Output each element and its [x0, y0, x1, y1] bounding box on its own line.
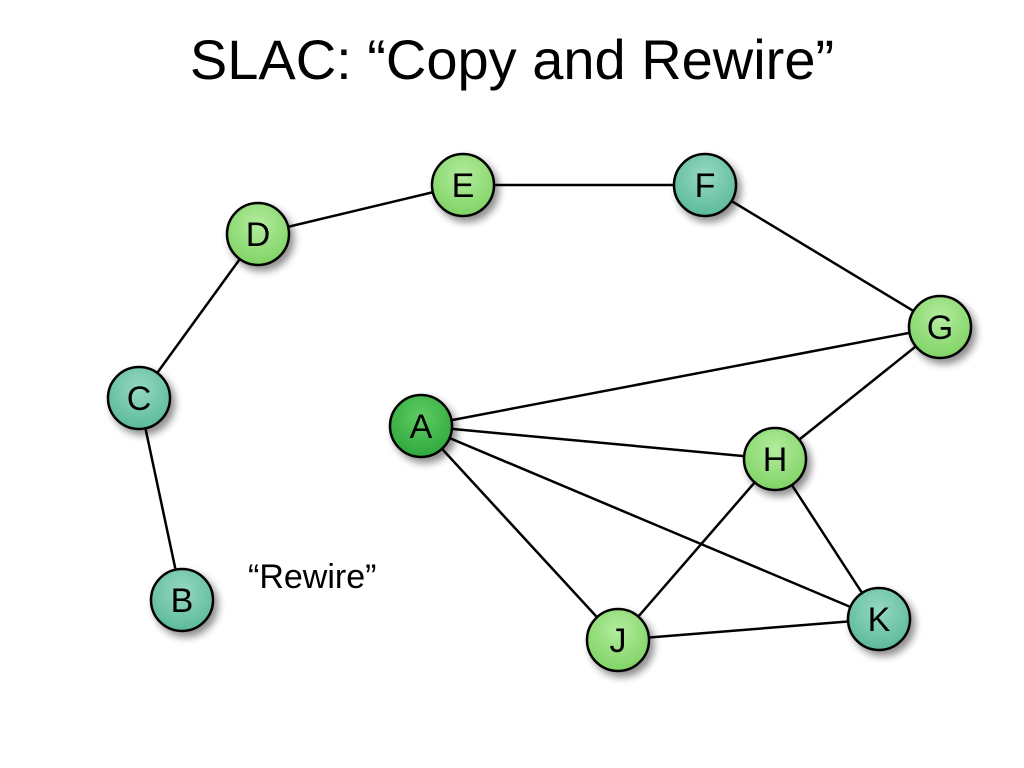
- node-label-g: G: [927, 309, 953, 347]
- edge-a-h: [420, 424, 776, 461]
- node-k: K: [846, 586, 912, 652]
- nodes-layer: A B C D E F G H J K: [106, 152, 973, 673]
- node-label-d: D: [246, 216, 271, 254]
- node-circle-b: [149, 567, 215, 633]
- edge-g-a: [420, 325, 941, 428]
- edge-g-h: [774, 326, 941, 460]
- edge-a-j: [420, 425, 619, 641]
- node-label-h: H: [763, 441, 788, 479]
- node-d: D: [225, 201, 291, 267]
- node-circle-d: [225, 201, 291, 267]
- edge-j-k: [617, 617, 880, 642]
- edge-h-j: [617, 458, 776, 641]
- node-a: A: [388, 393, 454, 459]
- node-circle-e: [430, 152, 496, 218]
- edge-a-k: [420, 424, 880, 621]
- node-label-a: A: [410, 408, 433, 446]
- rewire-caption: “Rewire”: [248, 558, 376, 596]
- node-circle-k: [846, 586, 912, 652]
- node-c: C: [106, 365, 172, 431]
- node-circle-g: [907, 294, 973, 360]
- node-label-c: C: [127, 380, 152, 418]
- slide-title: SLAC: “Copy and Rewire”: [189, 28, 835, 91]
- node-label-f: F: [695, 167, 716, 205]
- node-label-j: J: [610, 622, 627, 660]
- node-circle-j: [585, 607, 651, 673]
- edge-f-g: [704, 183, 941, 329]
- node-label-b: B: [171, 582, 194, 620]
- edge-b-c: [137, 397, 184, 601]
- node-j: J: [585, 607, 651, 673]
- edge-c-d: [137, 233, 260, 399]
- node-label-e: E: [452, 167, 475, 205]
- node-b: B: [149, 567, 215, 633]
- node-circle-h: [742, 426, 808, 492]
- node-circle-f: [672, 152, 738, 218]
- node-circle-a: [388, 393, 454, 459]
- edge-d-e: [257, 183, 464, 236]
- edges-layer: [137, 183, 941, 642]
- node-circle-c: [106, 365, 172, 431]
- node-f: F: [672, 152, 738, 218]
- node-e: E: [430, 152, 496, 218]
- node-h: H: [742, 426, 808, 492]
- node-label-k: K: [868, 601, 891, 639]
- node-g: G: [907, 294, 973, 360]
